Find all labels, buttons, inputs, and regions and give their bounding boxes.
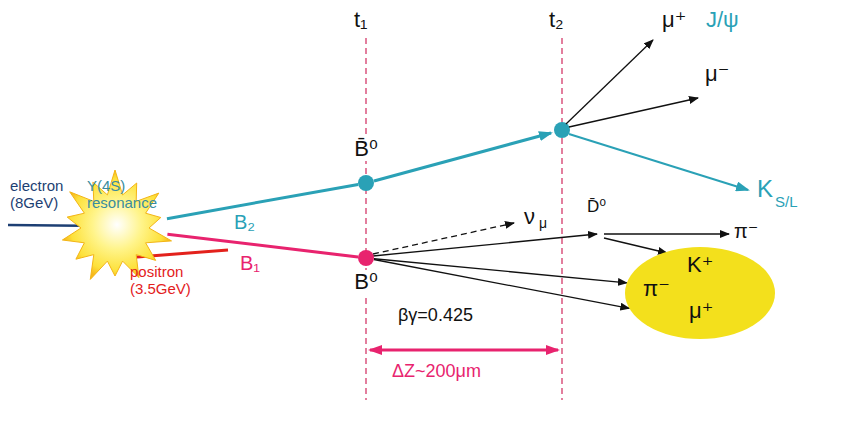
track-label: B₁ [240,252,260,274]
dot-shape [358,250,374,266]
distance-arrow [370,349,558,352]
node-shape [358,175,374,191]
decay-track [569,134,748,190]
time-marker-line [561,38,562,400]
decay-track [604,238,667,253]
physics-label: ΔZ~200μm [392,362,481,382]
node-label: μ⁺ [689,299,713,323]
physics-label: μ⁺ [662,8,686,32]
physics-label: D̄⁰ [587,198,606,217]
dot-shape [358,175,374,191]
decay-track [373,234,597,256]
node-label: B⁰ [352,270,380,294]
physics-label: ν [524,205,535,229]
node-label: B̄⁰ [352,137,380,161]
node-label: K⁺ [687,253,713,277]
physics-label: π⁻ [734,220,758,242]
physics-label: J/ψ [706,8,739,32]
physics-label: t₂ [549,8,564,32]
decay-track [569,98,698,127]
physics-label: S/L [775,194,798,211]
particle-track [167,184,358,218]
node-label: π⁻ [643,277,670,301]
particle-track [167,234,358,257]
node-label: Υ(4S) resonance [87,178,167,211]
particle-track [374,259,627,283]
physics-label: positron (3.5GeV) [130,264,214,297]
physics-label: t₁ [354,8,368,32]
time-marker-line [365,38,366,400]
physics-label: electron (8GeV) [10,178,82,211]
physics-label: K [757,176,773,202]
physics-label: βγ=0.425 [398,306,473,326]
vertex-dot: B⁰ [358,250,374,266]
node-shape [358,250,374,266]
ellipse-shape [625,247,775,339]
meson-track [374,133,551,181]
highlight-ellipse: K⁺ π⁻ μ⁺ [625,247,775,339]
track-label: B₂ [234,211,255,233]
physics-label: μ [539,216,547,231]
particle-track [374,260,629,309]
physics-label: μ⁻ [705,62,729,86]
decay-track [604,233,729,234]
vertex-dot: B̄⁰ [358,175,374,191]
burst-shape [62,170,171,279]
decay-vertex [554,122,570,138]
